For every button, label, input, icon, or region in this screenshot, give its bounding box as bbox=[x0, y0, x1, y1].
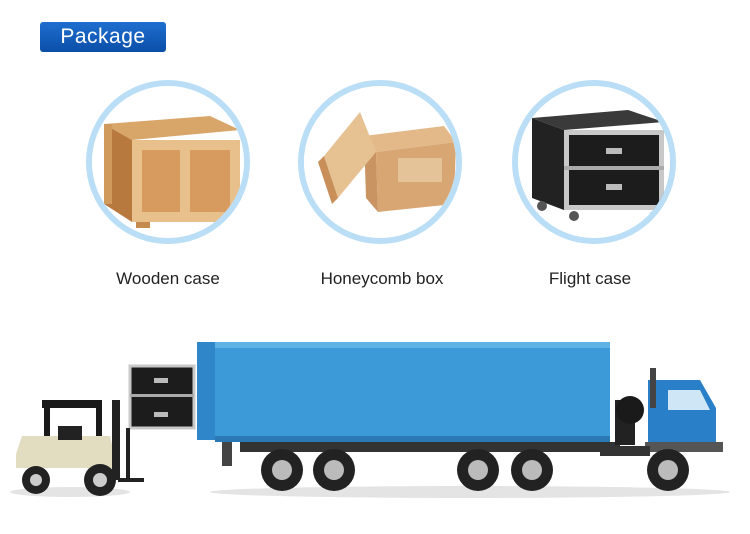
honeycomb-box-image bbox=[298, 80, 462, 244]
package-title-badge: Package bbox=[40, 22, 166, 52]
honeycomb-box-icon bbox=[304, 86, 456, 238]
truck-forklift-illustration bbox=[10, 342, 730, 498]
flight-case-cargo bbox=[126, 364, 196, 480]
shipping-scene bbox=[0, 330, 750, 534]
truck-cab bbox=[600, 368, 723, 491]
wooden-case-label: Wooden case bbox=[116, 269, 220, 288]
wooden-crate-icon bbox=[92, 86, 244, 238]
flight-case-icon bbox=[518, 86, 670, 238]
honeycomb-box-label: Honeycomb box bbox=[320, 269, 444, 288]
page-title: Package bbox=[60, 25, 146, 48]
wooden-case-image bbox=[86, 80, 250, 244]
truck-trailer bbox=[197, 342, 620, 466]
flight-case-image bbox=[512, 80, 676, 244]
forklift bbox=[16, 400, 144, 496]
flight-case-label: Flight case bbox=[548, 269, 632, 288]
trailer-wheels bbox=[261, 449, 553, 491]
